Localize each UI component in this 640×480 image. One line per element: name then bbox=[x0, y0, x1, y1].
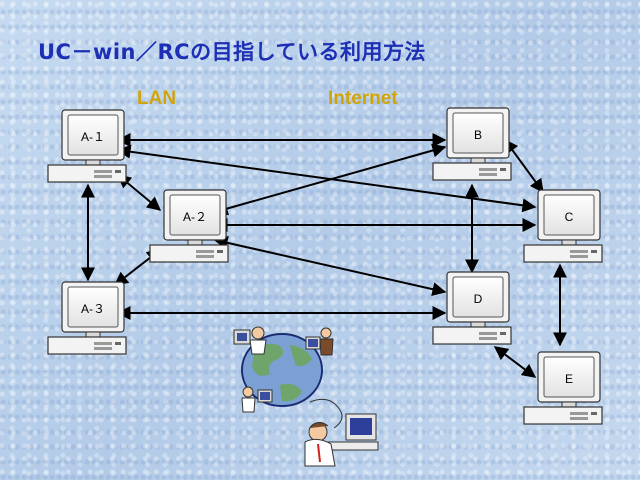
node-label-c: C bbox=[565, 210, 574, 224]
computer-e: E bbox=[523, 351, 603, 425]
computer-a3: A-３ bbox=[47, 281, 127, 355]
computer-d: D bbox=[432, 271, 512, 345]
node-label-a2: A-２ bbox=[183, 210, 207, 224]
node-label-d: D bbox=[474, 292, 483, 306]
link-d-e bbox=[493, 346, 537, 378]
computer-a2: A-２ bbox=[149, 189, 229, 263]
node-label-a1: A-１ bbox=[81, 130, 105, 144]
node-label-b: B bbox=[474, 128, 482, 142]
connection-arrows bbox=[81, 133, 567, 378]
node-label-e: E bbox=[565, 372, 573, 386]
link-b-c bbox=[504, 138, 544, 194]
network-users-illustration bbox=[233, 326, 379, 467]
internet-label: Internet bbox=[328, 88, 398, 109]
computer-c: C bbox=[523, 189, 603, 263]
computer-b: B bbox=[432, 107, 512, 181]
link-a2-b bbox=[213, 143, 447, 216]
computer-a1: A-１ bbox=[47, 109, 127, 183]
page-title: UC－win／RCの目指している利用方法 bbox=[38, 40, 426, 64]
lan-label: LAN bbox=[137, 88, 177, 109]
node-label-a3: A-３ bbox=[81, 302, 105, 316]
link-a2-d bbox=[213, 235, 447, 297]
